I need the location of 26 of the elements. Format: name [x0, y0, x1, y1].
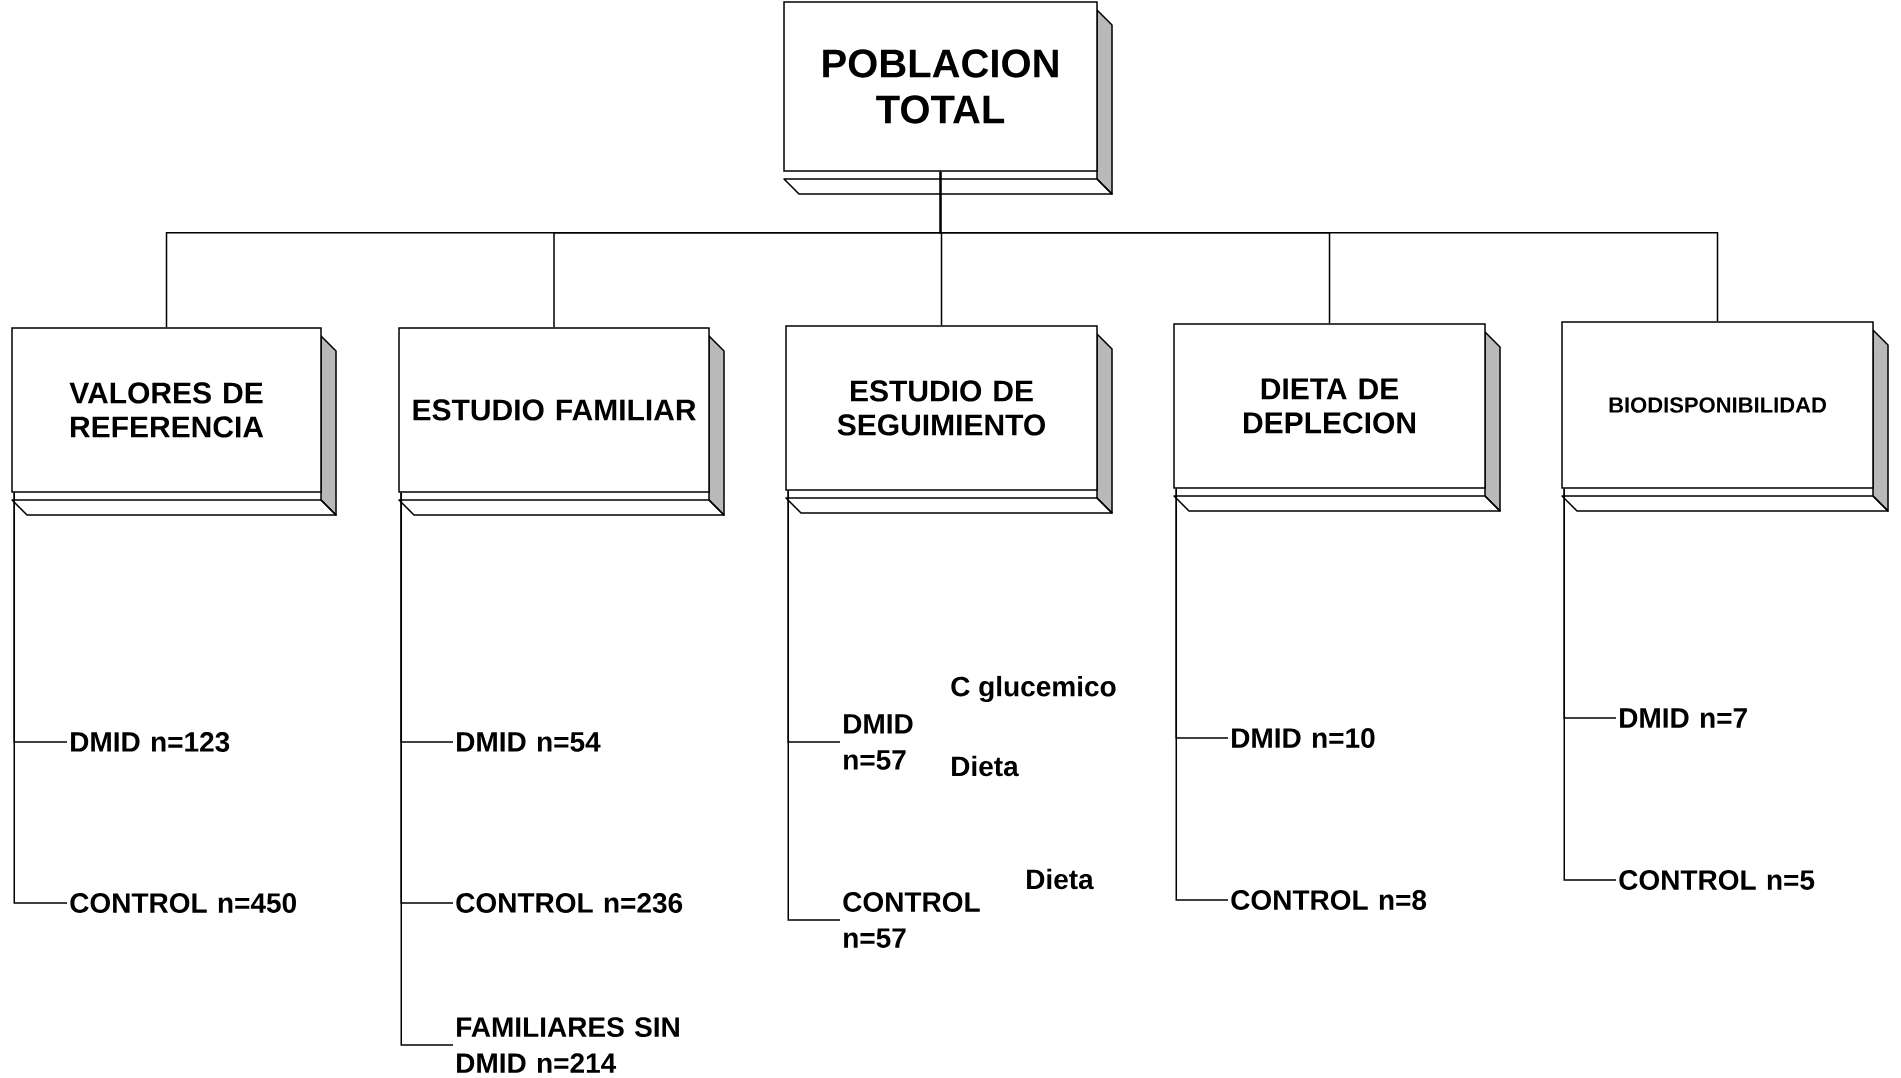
group-label: CONTROL n=236 [456, 893, 683, 913]
process-box: POBLACION TOTAL [783, 1, 1113, 195]
note-text: Dieta [1027, 868, 1094, 890]
connector-line [787, 490, 841, 921]
note-text: C glucemico [951, 675, 1116, 703]
connector-line [1175, 488, 1229, 901]
group-label: DMID n=7 [1620, 708, 1747, 728]
connector-line [939, 171, 1719, 322]
connector-line [13, 492, 68, 904]
connector-line [400, 492, 454, 1046]
group-label: DMID n=123 [71, 732, 230, 752]
connector-line [1563, 488, 1617, 881]
group-label: CONTROL n=450 [70, 893, 296, 913]
process-box: ESTUDIO DE SEGUIMIENTO [785, 325, 1113, 514]
process-box: ESTUDIO FAMILIAR [398, 327, 725, 516]
group-label: DMID n=10 [1232, 728, 1375, 748]
group-label: CONTROL n=5 [1619, 870, 1815, 890]
process-box: BIODISPONIBILIDAD [1561, 321, 1889, 512]
group-label: CONTROL n=8 [1231, 890, 1427, 910]
note-text: Dieta [952, 755, 1019, 777]
group-label: DMID n=57 [844, 714, 913, 770]
group-label: DMID n=54 [457, 732, 601, 752]
group-label: FAMILIARES SIN DMID n=214 [457, 1017, 679, 1073]
process-box: VALORES DE REFERENCIA [11, 327, 337, 516]
group-label: CONTROL n=57 [843, 892, 980, 948]
process-box: DIETA DE DEPLECION [1173, 323, 1501, 512]
